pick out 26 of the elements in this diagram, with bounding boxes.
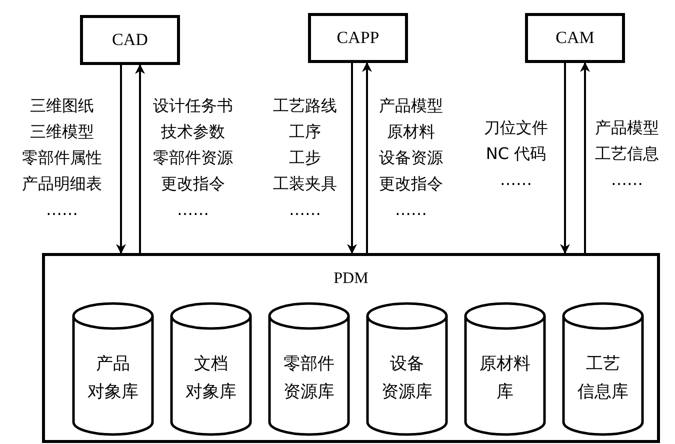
edge-label: 刀位文件NC 代码…… xyxy=(483,117,549,191)
arrow xyxy=(580,62,590,253)
database-label: 原材料库 xyxy=(480,353,530,404)
arrow xyxy=(362,62,372,253)
database-label: 设备资源库 xyxy=(382,353,432,404)
arrow xyxy=(560,63,570,254)
arrow xyxy=(135,64,145,253)
system-box xyxy=(308,13,408,63)
edge-label: 工艺路线工序工步工装夹具…… xyxy=(272,95,338,221)
system-box xyxy=(525,13,625,63)
database-label: 产品对象库 xyxy=(88,353,138,404)
edge-label: 产品模型原材料设备资源更改指令…… xyxy=(378,95,444,221)
container-title: PDM xyxy=(334,270,368,288)
system-box xyxy=(80,15,180,65)
edge-label: 三维图纸三维模型零部件属性产品明细表…… xyxy=(21,95,103,221)
arrow xyxy=(347,63,357,254)
edge-label: 产品模型工艺信息…… xyxy=(594,117,660,191)
database-label: 文档对象库 xyxy=(186,353,236,404)
system-name: CAM xyxy=(556,28,594,48)
database-label: 零部件资源库 xyxy=(284,353,334,404)
system-name: CAD xyxy=(112,30,148,50)
system-name: CAPP xyxy=(336,28,380,48)
arrow xyxy=(116,65,126,254)
edge-label: 设计任务书技术参数零部件资源更改指令…… xyxy=(152,95,234,221)
database-label: 工艺信息库 xyxy=(578,353,628,404)
pdm-container xyxy=(42,253,660,443)
